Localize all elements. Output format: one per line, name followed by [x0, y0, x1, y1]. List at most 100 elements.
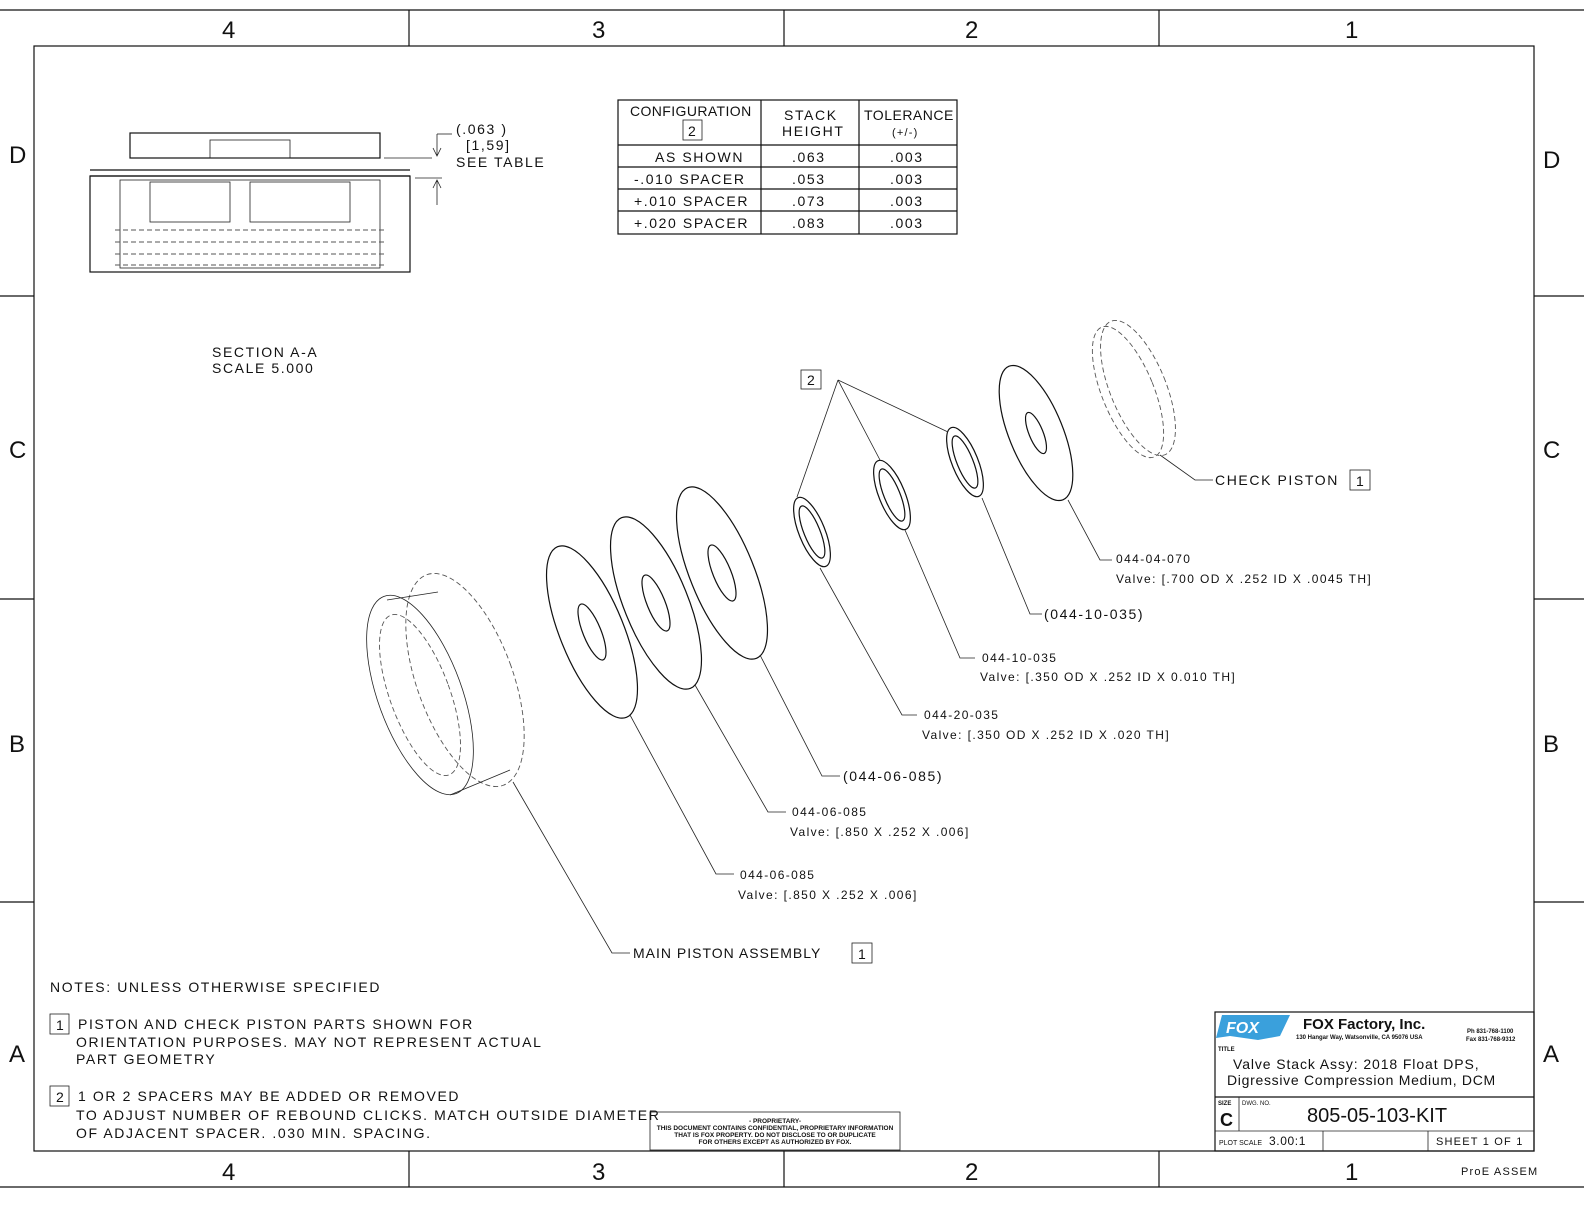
- zone-col-4: 4: [222, 17, 235, 44]
- callout-part-044-04-070: 044-04-070: [1116, 552, 1191, 566]
- table-cell: .003: [890, 215, 924, 231]
- fox-logo: FOX: [1216, 1015, 1290, 1040]
- size-label: SIZE: [1218, 1101, 1231, 1107]
- table-cell: +.020 SPACER: [634, 215, 749, 231]
- drawing-title-line-1: Valve Stack Assy: 2018 Float DPS,: [1233, 1056, 1480, 1072]
- valve-discs: [545, 364, 1074, 719]
- zone-col-1: 1: [1345, 17, 1358, 44]
- leader-lines: [512, 379, 1213, 954]
- section-dim-inch: (.063 ): [456, 121, 508, 137]
- table-header-tolerance: TOLERANCE: [864, 107, 954, 123]
- table-cell: .083: [792, 215, 826, 231]
- table-header-configuration: CONFIGURATION: [630, 103, 752, 119]
- callout-desc-044-20-035: Valve: [.350 OD X .252 ID X .020 TH]: [922, 728, 1170, 742]
- plot-scale: 3.00:1: [1269, 1134, 1306, 1148]
- zone-col-3: 3: [592, 17, 605, 44]
- section-scale: SCALE 5.000: [212, 360, 314, 376]
- callout-tag-2: 2: [807, 372, 816, 388]
- proprietary-line: - PROPRIETARY-: [749, 1118, 801, 1125]
- callout-desc-044-06-085-a: Valve: [.850 X .252 X .006]: [790, 825, 970, 839]
- note-1-line-2: ORIENTATION PURPOSES. MAY NOT REPRESENT …: [76, 1034, 542, 1050]
- zone-col-2-bottom: 2: [965, 1159, 978, 1186]
- proprietary-line: THAT IS FOX PROPERTY. DO NOT DISCLOSE TO…: [674, 1132, 876, 1139]
- disc-044-06-085-b: [609, 516, 703, 690]
- callout-check-piston-tag: 1: [1356, 473, 1365, 489]
- spacer-044-10-035-a: [873, 459, 911, 531]
- table-row: +.020 SPACER .083 .003: [634, 215, 924, 231]
- table-header-height: HEIGHT: [782, 123, 845, 139]
- config-table: CONFIGURATION 2 STACK HEIGHT TOLERANCE (…: [617, 99, 958, 235]
- drawing-title-line-2: Digressive Compression Medium, DCM: [1227, 1072, 1496, 1088]
- disc-044-06-085-a: [545, 545, 639, 719]
- section-view: (.063 ) [1,59] SEE TABLE SECTION A-A SCA…: [89, 121, 545, 376]
- plot-scale-label: PLOT SCALE: [1219, 1140, 1262, 1147]
- callout-part-044-06-085-b: 044-06-085: [740, 868, 815, 882]
- note-1-line-3: PART GEOMETRY: [76, 1051, 216, 1067]
- zone-row-d-right: D: [1543, 147, 1560, 174]
- sheet-size: C: [1220, 1110, 1233, 1130]
- notes-heading: NOTES: UNLESS OTHERWISE SPECIFIED: [50, 979, 381, 995]
- table-header-config-tag: 2: [688, 123, 697, 139]
- table-header-stack: STACK: [784, 107, 838, 123]
- note-2-line-2: TO ADJUST NUMBER OF REBOUND CLICKS. MATC…: [76, 1107, 660, 1123]
- callout-desc-044-06-085-b: Valve: [.850 X .252 X .006]: [738, 888, 918, 902]
- callout-check-piston: CHECK PISTON: [1215, 472, 1339, 488]
- table-row: +.010 SPACER .073 .003: [634, 193, 924, 209]
- zone-col-3-bottom: 3: [592, 1159, 605, 1186]
- callout-ref-044-10-035: (044-10-035): [1044, 606, 1144, 622]
- zone-row-d: D: [9, 142, 26, 169]
- spacer-044-20-035: [793, 496, 831, 568]
- zone-col-4-bottom: 4: [222, 1159, 235, 1186]
- company-phone: Ph 831-768-1100: [1467, 1029, 1514, 1035]
- section-title: SECTION A-A: [212, 344, 318, 360]
- proprietary-line: THIS DOCUMENT CONTAINS CONFIDENTIAL, PRO…: [657, 1125, 894, 1132]
- company-name: FOX Factory, Inc.: [1303, 1016, 1425, 1033]
- note-2-tag: 2: [56, 1089, 65, 1105]
- note-1-line-1: PISTON AND CHECK PISTON PARTS SHOWN FOR: [78, 1016, 474, 1032]
- table-row: AS SHOWN .063 .003: [655, 149, 924, 165]
- spacer-044-10-035-b: [946, 426, 984, 498]
- zone-row-a: A: [9, 1041, 25, 1068]
- proprietary-line: FOR OTHERS EXCEPT AS AUTHORIZED BY FOX.: [699, 1139, 852, 1146]
- table-cell: .053: [792, 171, 826, 187]
- table-header-tol-unit: (+/-): [892, 127, 918, 139]
- callout-desc-044-10-035: Valve: [.350 OD X .252 ID X 0.010 TH]: [980, 670, 1236, 684]
- table-cell: AS SHOWN: [655, 149, 744, 165]
- proe-assem: ProE ASSEM: [1461, 1166, 1538, 1178]
- callout-ref-044-06-085: (044-06-085): [843, 768, 943, 784]
- zone-col-2: 2: [965, 17, 978, 44]
- callout-main-piston: MAIN PISTON ASSEMBLY: [633, 945, 821, 961]
- callout-main-piston-tag: 1: [858, 946, 867, 962]
- section-see-table: SEE TABLE: [456, 154, 545, 170]
- disc-044-04-070: [998, 364, 1074, 502]
- logo-text: FOX: [1226, 1020, 1260, 1037]
- table-cell: .003: [890, 171, 924, 187]
- check-piston: [1091, 319, 1176, 459]
- table-cell: -.010 SPACER: [634, 171, 746, 187]
- title-label: TITLE: [1218, 1047, 1235, 1053]
- sheet-frame: [0, 9, 1584, 1188]
- drawing-number: 805-05-103-KIT: [1307, 1105, 1447, 1127]
- main-piston: [366, 573, 525, 796]
- zone-col-1-bottom: 1: [1345, 1159, 1358, 1186]
- dwg-no-label: DWG. NO.: [1242, 1101, 1271, 1107]
- zone-labels: 4 3 2 1 4 3 2 1 D C B A D C B A: [9, 17, 1560, 1186]
- table-cell: .003: [890, 149, 924, 165]
- note-2-line-1: 1 OR 2 SPACERS MAY BE ADDED OR REMOVED: [78, 1088, 460, 1104]
- table-cell: .063: [792, 149, 826, 165]
- zone-row-a-right: A: [1543, 1041, 1559, 1068]
- zone-row-b-right: B: [1543, 731, 1559, 758]
- callout-part-044-10-035: 044-10-035: [982, 651, 1057, 665]
- proprietary-notice: - PROPRIETARY- THIS DOCUMENT CONTAINS CO…: [649, 1111, 901, 1151]
- zone-row-c-right: C: [1543, 437, 1560, 464]
- note-2-line-3: OF ADJACENT SPACER. .030 MIN. SPACING.: [76, 1125, 432, 1141]
- sheet-number: SHEET 1 OF 1: [1436, 1136, 1524, 1148]
- table-row: -.010 SPACER .053 .003: [634, 171, 924, 187]
- disc-044-06-085-c: [675, 486, 769, 660]
- callout-part-044-06-085-a: 044-06-085: [792, 805, 867, 819]
- callouts: 2 CHECK PISTON 1 044-04-070 Valve: [.700…: [633, 369, 1371, 964]
- table-cell: .003: [890, 193, 924, 209]
- company-fax: Fax 831-768-9312: [1466, 1037, 1516, 1043]
- notes: NOTES: UNLESS OTHERWISE SPECIFIED 1 PIST…: [49, 979, 660, 1141]
